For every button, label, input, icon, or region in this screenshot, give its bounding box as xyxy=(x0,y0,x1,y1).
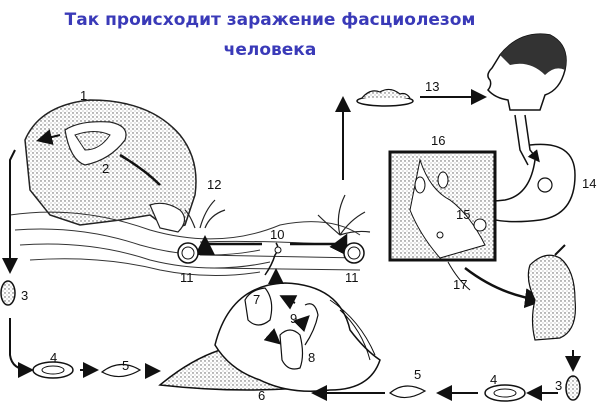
label-15: 15 xyxy=(456,207,471,222)
label-6: 6 xyxy=(258,388,266,403)
plant-icon xyxy=(184,194,371,236)
cyst-icon xyxy=(343,242,365,264)
label-14: 14 xyxy=(582,176,597,191)
label-16: 16 xyxy=(431,133,446,148)
label-11-left: 11 xyxy=(180,270,194,285)
diagram-title-line2: человека xyxy=(223,40,317,60)
cyst-icon xyxy=(177,242,199,264)
label-10: 10 xyxy=(270,227,285,242)
label-8: 8 xyxy=(308,350,316,365)
label-12: 12 xyxy=(207,177,222,192)
label-11-right: 11 xyxy=(345,270,359,285)
sheep-icon xyxy=(24,99,197,233)
label-13: 13 xyxy=(425,79,440,94)
label-5-left: 5 xyxy=(122,358,130,373)
snail-icon xyxy=(158,282,381,392)
egg-icon xyxy=(0,280,16,306)
label-17: 17 xyxy=(453,277,468,292)
diagram-title-line1: Так происходит заражение фасциолезом xyxy=(64,10,476,30)
label-2: 2 xyxy=(102,161,110,176)
human-figure-icon xyxy=(527,254,577,341)
label-5-right: 5 xyxy=(414,367,422,382)
label-3-left: 3 xyxy=(21,288,29,303)
plate-icon xyxy=(356,88,414,107)
label-3-right: 3 xyxy=(555,378,563,393)
label-7: 7 xyxy=(253,292,261,307)
label-9: 9 xyxy=(290,311,298,326)
human-head-icon xyxy=(487,33,567,111)
label-1: 1 xyxy=(80,88,88,103)
label-4-left: 4 xyxy=(50,350,58,365)
label-4-right: 4 xyxy=(490,372,498,387)
